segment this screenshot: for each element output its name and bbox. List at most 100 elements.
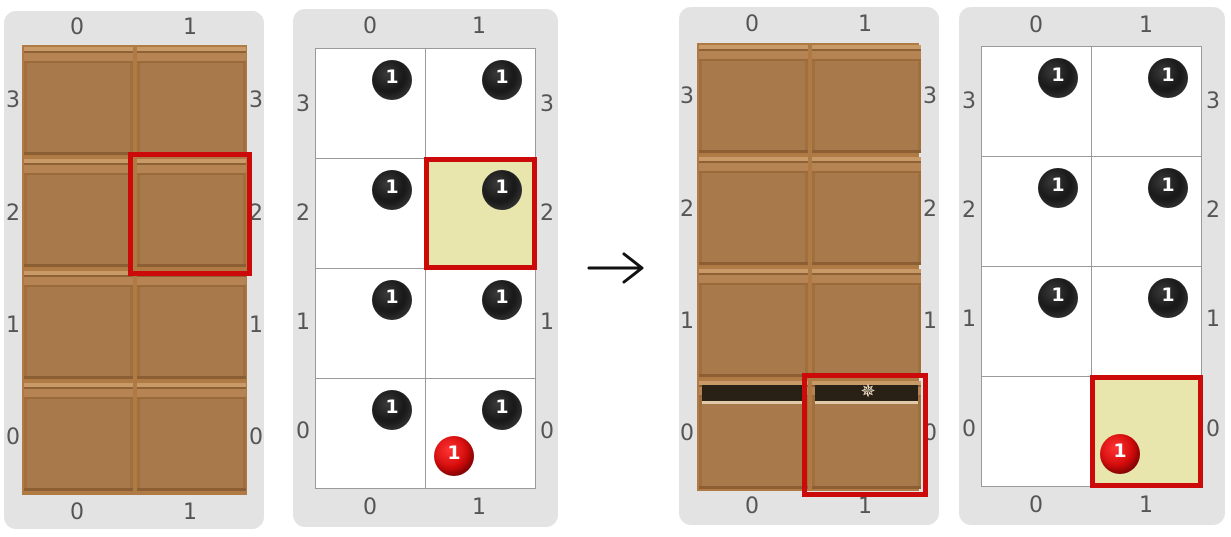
selected-grid-cell <box>1090 375 1203 488</box>
bomb-number: 1 <box>1161 284 1175 306</box>
row-label-left-1: 1 <box>680 309 694 334</box>
col-label-bottom-0: 0 <box>745 494 759 519</box>
shelf-cell-c0-r1[interactable] <box>24 271 133 379</box>
bomb-number: 1 <box>385 286 399 308</box>
shelf-cell-c1-r2[interactable] <box>137 159 246 267</box>
bomb-number: 1 <box>1051 174 1065 196</box>
grid-cell-c0-r0[interactable] <box>981 376 1092 487</box>
shelf-cell-c1-r0[interactable] <box>812 381 921 489</box>
bomb-icon-c0-r0: 1 <box>372 390 412 430</box>
selected-grid-cell <box>424 157 537 270</box>
col-label-bottom-0: 0 <box>1029 493 1043 518</box>
bomb-number: 1 <box>385 66 399 88</box>
col-label-top-1: 1 <box>858 12 872 37</box>
shelf-cell-c1-r3[interactable] <box>812 45 921 153</box>
shelf-cell-c0-r0[interactable] <box>24 383 133 491</box>
grid-cell-c1-r1[interactable] <box>1091 266 1202 377</box>
grid-cell-c0-r2[interactable] <box>315 158 426 269</box>
row-label-right-1: 1 <box>1206 307 1220 332</box>
row-label-right-1: 1 <box>249 313 263 338</box>
explosion-spark-icon: ✵ <box>860 381 876 402</box>
bomb-icon-c0-r2: 1 <box>1038 168 1078 208</box>
row-label-right-2: 2 <box>1206 198 1220 223</box>
row-label-right-2: 2 <box>923 197 937 222</box>
row-label-right-3: 3 <box>1206 89 1220 114</box>
shelf-cell-c0-r2[interactable] <box>24 159 133 267</box>
shelf-cell-c1-r3[interactable] <box>137 47 246 155</box>
bomb-number: 1 <box>447 442 461 464</box>
grid-cell-c0-r1[interactable] <box>315 268 426 379</box>
row-label-right-0: 0 <box>540 419 554 444</box>
shelf-cell-c0-r2[interactable] <box>699 157 808 265</box>
row-label-right-0: 0 <box>1206 417 1220 442</box>
bomb-number: 1 <box>385 396 399 418</box>
row-label-left-2: 2 <box>296 201 310 226</box>
grid-cell-c0-r3[interactable] <box>981 46 1092 157</box>
col-label-bottom-1: 1 <box>472 495 486 520</box>
col-label-bottom-0: 0 <box>363 495 377 520</box>
col-label-bottom-0: 0 <box>70 500 84 525</box>
col-label-top-0: 0 <box>1029 13 1043 38</box>
grid-cell-c0-r3[interactable] <box>315 48 426 159</box>
grid-cell-c1-r1[interactable] <box>425 268 536 379</box>
bomb-icon-c0-r1: 1 <box>372 280 412 320</box>
shelf-cell-c0-r3[interactable] <box>699 45 808 153</box>
bomb-number: 1 <box>1051 284 1065 306</box>
red-bomb-icon: 1 <box>1100 434 1140 474</box>
bomb-icon-c1-r3: 1 <box>1148 58 1188 98</box>
shelf-panel-before: 0 1 0 1 3 2 1 0 3 2 1 0 <box>4 11 264 529</box>
bomb-number: 1 <box>1161 64 1175 86</box>
bomb-number: 1 <box>495 396 509 418</box>
row-label-left-1: 1 <box>296 310 310 335</box>
col-label-bottom-1: 1 <box>183 500 197 525</box>
grid-cell-c1-r3[interactable] <box>425 48 536 159</box>
row-label-right-2: 2 <box>540 201 554 226</box>
row-label-left-3: 3 <box>962 89 976 114</box>
right-arrow-icon <box>587 252 644 284</box>
col-label-top-1: 1 <box>1139 13 1153 38</box>
grid-cell-c1-r3[interactable] <box>1091 46 1202 157</box>
shelf-cell-c0-r1[interactable] <box>699 269 808 377</box>
grid-cell-c0-r2[interactable] <box>981 156 1092 267</box>
bomb-number: 1 <box>1161 174 1175 196</box>
row-label-right-3: 3 <box>249 88 263 113</box>
col-label-top-1: 1 <box>472 14 486 39</box>
bomb-icon-c1-r2: 1 <box>482 170 522 210</box>
grid-cell-c0-r1[interactable] <box>981 266 1092 377</box>
bomb-number: 1 <box>495 66 509 88</box>
bomb-number: 1 <box>1113 440 1127 462</box>
selected-shelf-cell <box>802 373 928 497</box>
bomb-number: 1 <box>385 176 399 198</box>
shelf-cell-c1-r2[interactable] <box>812 157 921 265</box>
row-label-left-2: 2 <box>6 201 20 226</box>
row-label-left-1: 1 <box>6 313 20 338</box>
shelf-cell-c0-r3[interactable] <box>24 47 133 155</box>
bomb-icon-c0-r1: 1 <box>1038 278 1078 318</box>
col-label-bottom-1: 1 <box>858 494 872 519</box>
row-label-right-0: 0 <box>249 425 263 450</box>
col-label-top-1: 1 <box>183 15 197 40</box>
bomb-icon-c1-r1: 1 <box>482 280 522 320</box>
col-label-top-0: 0 <box>70 15 84 40</box>
shelf-cell-c1-r0[interactable] <box>137 383 246 491</box>
col-label-top-0: 0 <box>363 14 377 39</box>
row-label-left-0: 0 <box>296 419 310 444</box>
bomb-icon-c1-r2: 1 <box>1148 168 1188 208</box>
row-label-left-3: 3 <box>6 88 20 113</box>
grid-cell-c1-r2[interactable] <box>1091 156 1202 267</box>
bomb-number: 1 <box>1051 64 1065 86</box>
bomb-icon-c0-r3: 1 <box>372 60 412 100</box>
row-label-right-3: 3 <box>540 92 554 117</box>
row-label-left-0: 0 <box>6 425 20 450</box>
row-label-left-3: 3 <box>296 92 310 117</box>
bomb-number: 1 <box>495 176 509 198</box>
shelf-cell-c1-r1[interactable] <box>812 269 921 377</box>
shelf-cell-c1-r1[interactable] <box>137 271 246 379</box>
grid-cell-c0-r0[interactable] <box>315 378 426 489</box>
shelf-cell-c0-r0[interactable] <box>699 381 808 489</box>
bomb-icon-c1-r1: 1 <box>1148 278 1188 318</box>
row-label-left-0: 0 <box>962 417 976 442</box>
row-label-right-1: 1 <box>540 310 554 335</box>
